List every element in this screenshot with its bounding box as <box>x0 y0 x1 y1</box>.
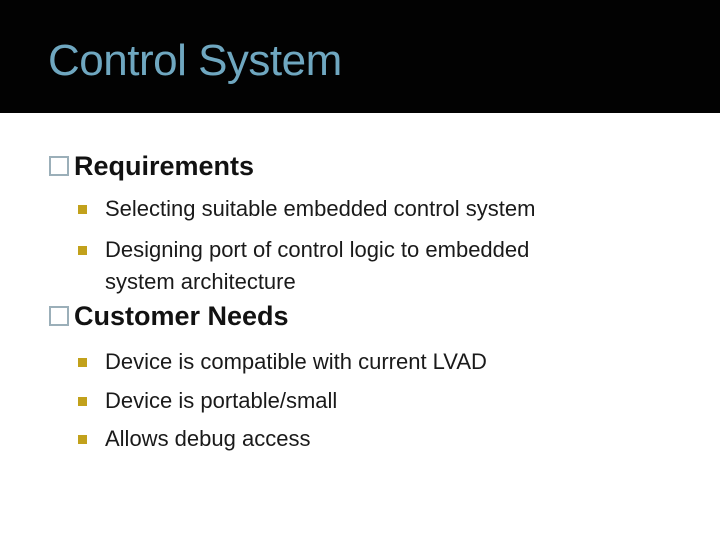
section-heading: Customer Needs <box>74 301 289 331</box>
square-bullet-icon <box>78 205 87 214</box>
hollow-square-bullet-icon <box>49 306 69 326</box>
bullet-text: Selecting suitable embedded control syst… <box>105 196 536 221</box>
title-banner: Control System <box>0 0 720 113</box>
section-heading: Requirements <box>74 151 255 181</box>
slide-title: Control System <box>48 36 342 85</box>
square-bullet-icon <box>78 246 87 255</box>
square-bullet-icon <box>78 358 87 367</box>
bullet-text: Device is compatible with current LVAD <box>105 349 487 374</box>
bullet-text: Allows debug access <box>105 426 311 451</box>
square-bullet-icon <box>78 397 87 406</box>
bullet-text: Designing port of control logic to embed… <box>105 237 530 294</box>
hollow-square-bullet-icon <box>49 156 69 176</box>
bullet-text: Device is portable/small <box>105 388 338 413</box>
square-bullet-icon <box>78 435 87 444</box>
